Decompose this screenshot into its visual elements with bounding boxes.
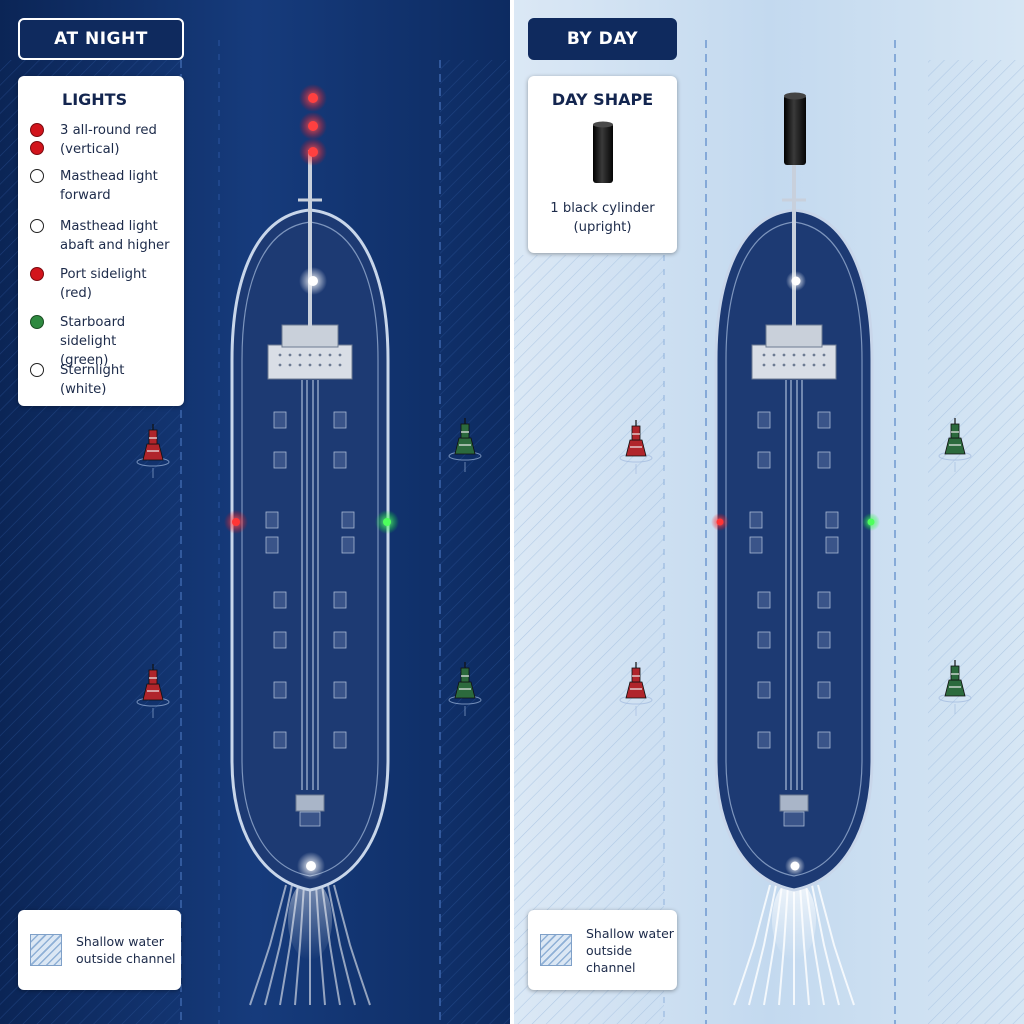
day-masthead-light — [786, 271, 806, 291]
red-buoy — [136, 664, 170, 718]
night-shallow-right — [440, 60, 510, 1024]
green-buoy — [448, 662, 482, 716]
green-buoy — [938, 660, 972, 714]
red-buoy — [619, 420, 653, 474]
legend-light-icons — [30, 313, 60, 329]
night-masthead-light — [299, 267, 327, 295]
green-buoy — [938, 418, 972, 472]
red-buoy — [619, 662, 653, 716]
white-light-icon — [30, 219, 44, 233]
ship-superstructure — [267, 344, 353, 380]
night-panel-title: AT NIGHT — [18, 18, 184, 60]
legend-item-label: 3 all-round red (vertical) — [60, 123, 157, 157]
legend-light-icons — [30, 361, 60, 377]
legend-item-label: Sternlight (white) — [60, 363, 125, 397]
white-light-icon — [30, 363, 44, 377]
lights-legend-list: 3 all-round red (vertical) Masthead light… — [30, 121, 174, 397]
day-shallow-left — [514, 255, 664, 1024]
day-shallow-right — [928, 60, 1024, 1024]
day-port-sidelight — [711, 513, 729, 531]
green-light-icon — [30, 315, 44, 329]
lights-legend: LIGHTS 3 all-round red (vertical) Masthea… — [18, 76, 184, 406]
panel-divider — [510, 0, 514, 1024]
day-shape-description: 1 black cylinder (upright) — [550, 201, 655, 235]
lights-legend-heading: LIGHTS — [62, 90, 128, 109]
day-shape-heading: DAY SHAPE — [551, 90, 654, 109]
shallow-water-label: Shallow water outside channel — [76, 934, 176, 966]
ship-hull — [714, 208, 874, 892]
night-sternlight — [297, 852, 325, 880]
channel-buoys — [136, 418, 972, 718]
night-all-round-red-lights — [299, 84, 327, 166]
legend-item-label: Port sidelight (red) — [60, 267, 147, 301]
legend-item: Masthead light forward — [30, 167, 174, 217]
green-buoy — [448, 418, 482, 472]
hatch-swatch-icon — [30, 934, 62, 966]
legend-item-label: Masthead light abaft and higher — [60, 219, 170, 253]
legend-light-icons — [30, 167, 60, 183]
day-starboard-sidelight — [862, 513, 880, 531]
hatch-swatch-icon — [540, 934, 572, 966]
night-port-sidelight — [224, 510, 248, 534]
red-light-icon — [30, 267, 44, 281]
night-shallow-water-key: Shallow water outside channel — [18, 910, 181, 990]
ship-hull — [230, 208, 390, 892]
legend-light-icons — [30, 217, 60, 233]
legend-light-icons — [30, 121, 60, 155]
red-light-icon — [30, 123, 44, 137]
day-shape-cylinder-on-mast — [784, 92, 806, 165]
ship-wake — [249, 880, 371, 1006]
white-light-icon — [30, 169, 44, 183]
night-ship — [230, 150, 390, 1006]
day-ship — [714, 150, 874, 1006]
legend-item: Masthead light abaft and higher — [30, 217, 174, 265]
black-cylinder-icon — [592, 121, 613, 183]
legend-item: Port sidelight (red) — [30, 265, 174, 313]
day-shallow-water-key: Shallow water outside channel — [528, 910, 677, 990]
day-sternlight — [785, 856, 805, 876]
legend-item: 3 all-round red (vertical) — [30, 121, 174, 167]
day-panel-title: BY DAY — [528, 18, 677, 60]
legend-item-label: Starboard sidelight (green) — [60, 315, 126, 368]
legend-item: Starboard sidelight (green) — [30, 313, 174, 368]
legend-item-label: Masthead light forward — [60, 169, 158, 203]
night-starboard-sidelight — [375, 510, 399, 534]
red-buoy — [136, 424, 170, 478]
legend-item: Sternlight (white) — [30, 361, 174, 397]
red-light-icon — [30, 141, 44, 155]
ship-wake — [733, 880, 855, 1006]
day-shape-card: DAY SHAPE 1 black cylinder (upright) — [528, 76, 677, 253]
ship-superstructure — [751, 344, 837, 380]
legend-light-icons — [30, 265, 60, 281]
shallow-water-label: Shallow water outside channel — [586, 925, 674, 975]
